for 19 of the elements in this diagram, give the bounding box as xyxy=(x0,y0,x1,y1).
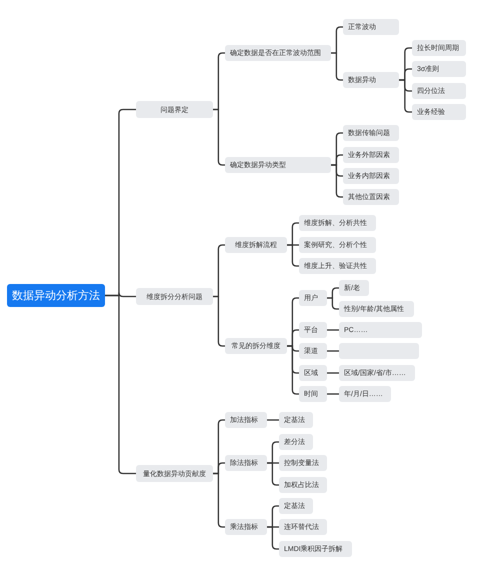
connector-line xyxy=(287,345,299,395)
connector-line xyxy=(327,393,339,395)
connector-line xyxy=(331,164,343,198)
connector-line xyxy=(327,297,339,310)
connector-line xyxy=(327,329,339,331)
connector-line xyxy=(213,296,225,347)
connector-line xyxy=(399,79,412,113)
connector-line xyxy=(267,526,279,550)
connector-line xyxy=(327,350,339,352)
root-topic-box: 数据异动分析方法 xyxy=(7,284,105,307)
connector-line xyxy=(267,419,279,421)
connector-line xyxy=(105,294,136,474)
connector-line xyxy=(213,472,225,528)
connector-line xyxy=(331,52,343,81)
connector-line xyxy=(267,462,279,486)
empty-topic-box xyxy=(339,343,419,359)
connector-line xyxy=(213,108,225,166)
connector-line xyxy=(327,372,339,374)
connector-line xyxy=(287,244,299,267)
